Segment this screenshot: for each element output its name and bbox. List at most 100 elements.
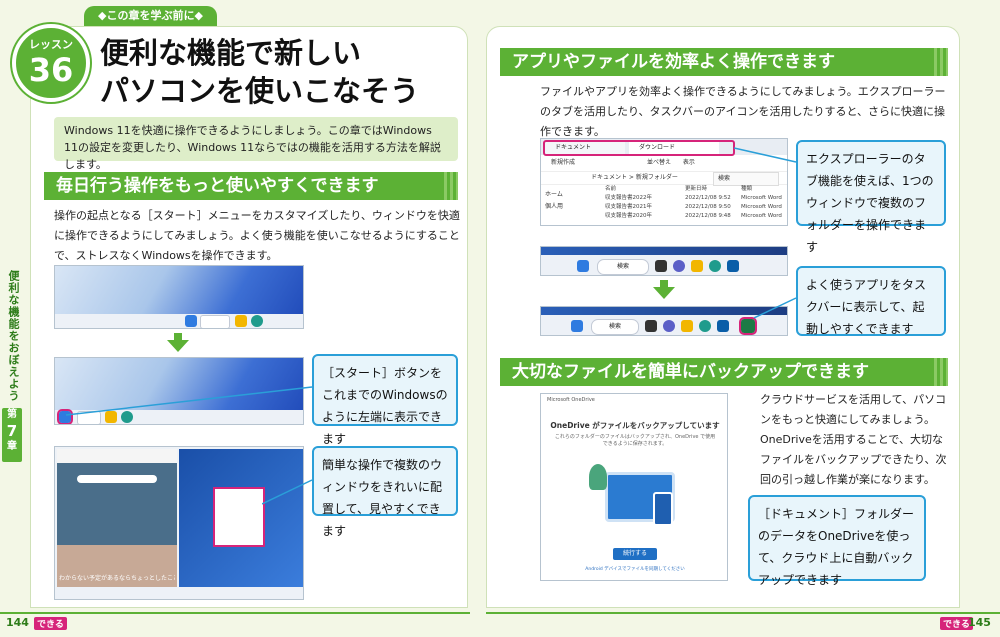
file-name: 収支報告書2020年: [605, 213, 652, 219]
edge-icon[interactable]: [709, 260, 721, 272]
lesson-label: レッスン: [29, 38, 73, 51]
explorer-tab-downloads[interactable]: ダウンロード: [629, 142, 719, 154]
chapter-number: 7: [6, 422, 18, 440]
explorer-file-list: 名前 更新日時 種類 収支報告書2022年 2022/12/08 9:52 Mi…: [605, 185, 785, 221]
desktop-screenshot-2: [54, 357, 304, 425]
store-icon[interactable]: [717, 320, 729, 332]
taskview-icon[interactable]: [645, 320, 657, 332]
down-arrow-1-stem: [174, 333, 182, 341]
explorer-screenshot: ドキュメント ダウンロード 新規作成 並べ替え 表示 ドキュメント > 新規フォ…: [540, 138, 788, 226]
snapped-explorer: [213, 487, 265, 547]
right-section1-heading-text: アプリやファイルを効率よく操作できます: [512, 52, 835, 72]
callout-start-connector: [66, 386, 313, 416]
start-icon[interactable]: [571, 320, 583, 332]
explorer-col-date[interactable]: 更新日時: [685, 186, 708, 192]
onedrive-continue-label: 続行する: [622, 550, 647, 557]
down-arrow-2: [653, 287, 675, 299]
intro-box: Windows 11を快適に操作できるようにしましょう。この章ではWindows…: [54, 117, 458, 171]
explorer-icon[interactable]: [681, 320, 693, 332]
browser-toolbar: [57, 449, 177, 463]
right-section1-heading: アプリやファイルを効率よく操作できます: [500, 48, 948, 76]
chat-icon[interactable]: [673, 260, 685, 272]
lesson-number: 36: [28, 51, 74, 89]
taskbar-search[interactable]: 検索: [597, 259, 649, 275]
file-type: Microsoft Word: [741, 195, 782, 201]
snapped-window: [179, 449, 303, 587]
down-arrow-2-stem: [660, 280, 668, 288]
callout-start-button-text: ［スタート］ボタンをこれまでのWindowsのように左端に表示できます: [322, 366, 448, 446]
explorer-search-box[interactable]: 検索: [713, 172, 779, 186]
browser-search-box[interactable]: [77, 475, 157, 483]
explorer-icon[interactable]: [235, 315, 247, 327]
file-type: Microsoft Word: [741, 204, 782, 210]
footer-bar-left: [0, 612, 470, 614]
explorer-command-bar: 新規作成 並べ替え 表示: [541, 157, 787, 169]
callout-snap: 簡単な操作で複数のウィンドウをきれいに配置して、見やすくできます: [312, 446, 458, 538]
explorer-sidebar-personal[interactable]: 個人用: [545, 203, 564, 210]
callout-backup: ［ドキュメント］フォルダーのデータをOneDriveを使って、クラウド上に自動バ…: [748, 495, 926, 587]
explorer-col-name[interactable]: 名前: [605, 186, 617, 192]
explorer-tab-documents-label: ドキュメント: [555, 144, 592, 151]
page-number-right: 145: [968, 616, 991, 629]
callout-backup-text: ［ドキュメント］フォルダーのデータをOneDriveを使って、クラウド上に自動バ…: [758, 507, 915, 587]
edge-icon[interactable]: [699, 320, 711, 332]
explorer-file-row[interactable]: 収支報告書2022年 2022/12/08 9:52 Microsoft Wor…: [605, 194, 785, 203]
page-number-left: 144: [6, 616, 29, 629]
explorer-breadcrumb[interactable]: ドキュメント > 新規フォルダー: [591, 174, 678, 181]
chat-icon[interactable]: [663, 320, 675, 332]
brand-logo-right: できる: [940, 617, 973, 630]
right-section2-heading-text: 大切なファイルを簡単にバックアップできます: [512, 362, 869, 382]
callout-snap-text: 簡単な操作で複数のウィンドウをきれいに配置して、見やすくできます: [322, 458, 443, 538]
onedrive-continue-button[interactable]: 続行する: [613, 548, 657, 560]
chapter-label: 第: [7, 409, 17, 420]
search-icon[interactable]: [200, 315, 230, 328]
explorer-file-row[interactable]: 収支報告書2020年 2022/12/08 9:48 Microsoft Wor…: [605, 212, 785, 221]
start-icon-left[interactable]: [57, 409, 73, 424]
taskbar-search[interactable]: 検索: [591, 319, 639, 335]
explorer-col-type[interactable]: 種類: [741, 186, 753, 192]
store-icon[interactable]: [727, 260, 739, 272]
excel-icon[interactable]: [739, 317, 757, 335]
chapter-kicker: ◆この章を学ぶ前に◆: [84, 6, 217, 26]
footer-bar-right: [486, 612, 1000, 614]
chapter-badge: 第 7 章: [2, 408, 22, 462]
callout-taskbar-connector: [754, 297, 797, 319]
page-title-line2: パソコンを使いこなそう: [100, 74, 420, 108]
start-icon[interactable]: [577, 260, 589, 272]
onedrive-description: これらのフォルダーのファイルはバックアップされ、OneDrive で使用できるよ…: [554, 434, 716, 447]
explorer-addressbar: ドキュメント > 新規フォルダー 検索: [541, 171, 787, 186]
file-date: 2022/12/08 9:52: [685, 195, 731, 201]
callout-snap-connector: [262, 479, 313, 505]
explorer-list-header: 名前 更新日時 種類: [605, 185, 785, 194]
side-tab-text: 便利な機能をおぼえよう: [7, 270, 20, 402]
right-section1-body: ファイルやアプリを効率よく操作できるようにしてみましょう。エクスプローラーのタブ…: [540, 85, 946, 138]
file-name: 収支報告書2021年: [605, 204, 652, 210]
explorer-sort-button[interactable]: 並べ替え: [646, 159, 671, 166]
file-date: 2022/12/08 9:48: [685, 213, 731, 219]
explorer-view-button[interactable]: 表示: [682, 159, 695, 166]
browser-window: わからない予定があるならちょっとしたことから: [57, 449, 177, 587]
taskview-icon[interactable]: [655, 260, 667, 272]
down-arrow-1: [167, 340, 189, 352]
edge-icon[interactable]: [251, 315, 263, 327]
search-icon[interactable]: [77, 411, 101, 424]
explorer-tabs-highlight: [543, 140, 735, 156]
page-title: 便利な機能で新しい パソコンを使いこなそう: [100, 34, 460, 110]
file-name: 収支報告書2022年: [605, 195, 652, 201]
explorer-new-button[interactable]: 新規作成: [551, 159, 576, 166]
explorer-file-row[interactable]: 収支報告書2021年 2022/12/08 9:50 Microsoft Wor…: [605, 203, 785, 212]
taskbar-search-label: 検索: [608, 323, 621, 330]
explorer-sidebar: ホーム 個人用: [545, 189, 599, 213]
explorer-sidebar-home[interactable]: ホーム: [545, 191, 563, 198]
edge-icon[interactable]: [121, 411, 133, 423]
onedrive-illustration: [583, 458, 687, 538]
explorer-icon[interactable]: [691, 260, 703, 272]
taskbar-search-label: 検索: [616, 263, 629, 270]
explorer-tab-documents[interactable]: ドキュメント: [545, 142, 625, 154]
callout-explorer-tabs: エクスプローラーのタブ機能を使えば、1つのウィンドウで複数のフォルダーを操作でき…: [796, 140, 946, 254]
explorer-tab-downloads-label: ダウンロード: [639, 144, 676, 151]
explorer-icon[interactable]: [105, 411, 117, 423]
onedrive-footer: Android デバイスでファイルを同期してください: [585, 567, 685, 572]
side-tab: 便利な機能をおぼえよう: [0, 270, 24, 470]
start-icon[interactable]: [185, 315, 197, 327]
